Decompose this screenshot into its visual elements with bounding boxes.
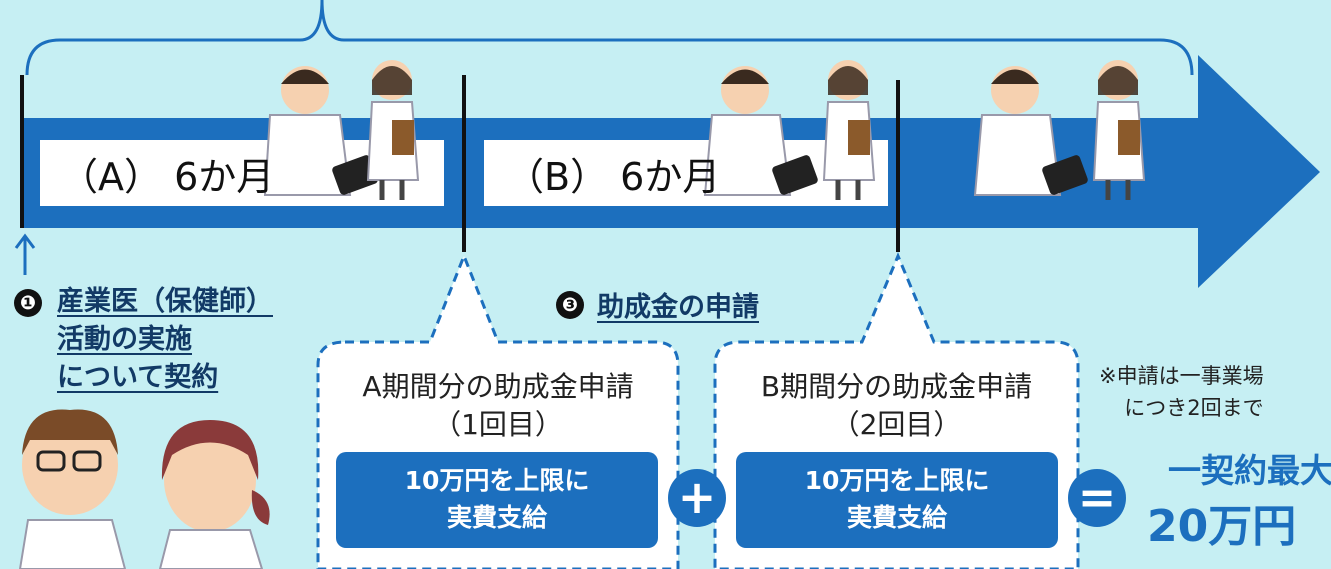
step-3-number: ❸	[556, 291, 584, 319]
application-limit-note: ※申請は一事業場 につき2回まで	[1099, 360, 1264, 424]
application-heading: 助成金の申請	[597, 292, 759, 323]
box-a-title: A期間分の助成金申請	[362, 370, 634, 403]
plus-icon: +	[668, 469, 726, 527]
equals-icon: =	[1068, 469, 1126, 527]
box-b-subtitle: （2回目）	[831, 408, 962, 441]
box-a-subtitle: （1回目）	[433, 408, 563, 441]
box-b-amount: 10万円を上限に 実費支給	[736, 452, 1058, 548]
note-line-2: につき2回まで	[1124, 396, 1264, 420]
period-bracket	[25, 0, 1194, 76]
walking-doctors-illustration-2	[703, 60, 876, 200]
walking-doctors-illustration-3	[973, 60, 1146, 200]
period-b-box	[484, 140, 888, 206]
total-amount: 20万円	[1147, 501, 1297, 552]
box-b-amount-line-2: 実費支給	[846, 503, 947, 532]
box-a-amount: 10万円を上限に 実費支給	[336, 452, 658, 548]
contract-line-2: 活動の実施	[57, 324, 192, 355]
box-a-amount-line-1: 10万円を上限に	[404, 466, 590, 495]
note-line-1: ※申請は一事業場	[1099, 364, 1264, 388]
box-b-title: B期間分の助成金申請	[760, 370, 1033, 403]
total-label: 一契約最大	[1168, 451, 1331, 490]
period-b-label: （B） 6か月	[506, 155, 721, 199]
contract-step: 産業医（保健師） 活動の実施 について契約	[57, 283, 273, 397]
doctor-nurse-illustration	[18, 409, 270, 569]
period-a-label: （A） 6か月	[60, 155, 275, 199]
contract-line-3: について契約	[57, 362, 219, 393]
walking-doctors-illustration-1	[263, 60, 420, 200]
box-a-amount-line-2: 実費支給	[446, 503, 547, 532]
contract-line-1: 産業医（保健師）	[57, 286, 273, 317]
up-arrow-icon	[14, 233, 36, 275]
box-b-amount-line-1: 10万円を上限に	[804, 466, 990, 495]
step-1-number: ❶	[14, 289, 42, 317]
